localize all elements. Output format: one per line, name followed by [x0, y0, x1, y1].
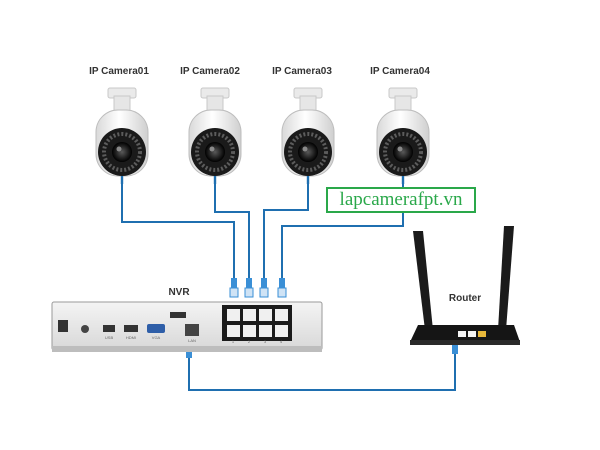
- esata-port: [170, 312, 186, 318]
- camera-04: [376, 87, 430, 184]
- rj45-plug-4: [277, 278, 287, 298]
- camera-03: [281, 87, 335, 184]
- poe-port-number-1: 1: [231, 339, 235, 344]
- camera-02-label: IP Camera02: [180, 66, 240, 77]
- website-watermark: lapcamerafpt.vn: [326, 187, 476, 213]
- router-antenna-left: [413, 231, 433, 330]
- vga-port: [147, 324, 165, 333]
- camera-02: [188, 87, 242, 184]
- lan-port-label: LAN: [188, 338, 196, 343]
- camera-01: [95, 87, 149, 184]
- audio-jack: [81, 325, 89, 333]
- usb-port: [103, 325, 115, 332]
- router-device: [410, 226, 520, 345]
- nvr-device: [51, 301, 323, 352]
- poe-port-number-4: 4: [279, 339, 283, 344]
- camera-04-label: IP Camera04: [370, 66, 430, 77]
- hdmi-port-label: HDMI: [125, 335, 137, 340]
- usb-port-label: USB: [104, 335, 114, 340]
- cable-camera03: [263, 176, 309, 282]
- power-port: [58, 320, 68, 332]
- rj45-plug-2: [244, 278, 254, 298]
- cable-nvr-router: [188, 344, 456, 391]
- poe-port-number-2: 2: [247, 339, 251, 344]
- cable-camera02: [214, 176, 250, 282]
- nvr-label: NVR: [168, 287, 190, 298]
- rj45-plug-1: [229, 278, 239, 298]
- vga-port-label: VGA: [151, 335, 161, 340]
- poe-port-number-3: 3: [263, 339, 267, 344]
- lan-port: [185, 324, 199, 336]
- cable-camera01: [121, 176, 235, 282]
- camera-03-label: IP Camera03: [272, 66, 332, 77]
- camera-01-label: IP Camera01: [89, 66, 149, 77]
- rj45-plug-3: [259, 278, 269, 298]
- watermark-text: lapcamerafpt.vn: [339, 189, 463, 210]
- router-antenna-right: [498, 226, 514, 330]
- hdmi-port: [124, 325, 138, 332]
- router-label: Router: [448, 293, 482, 304]
